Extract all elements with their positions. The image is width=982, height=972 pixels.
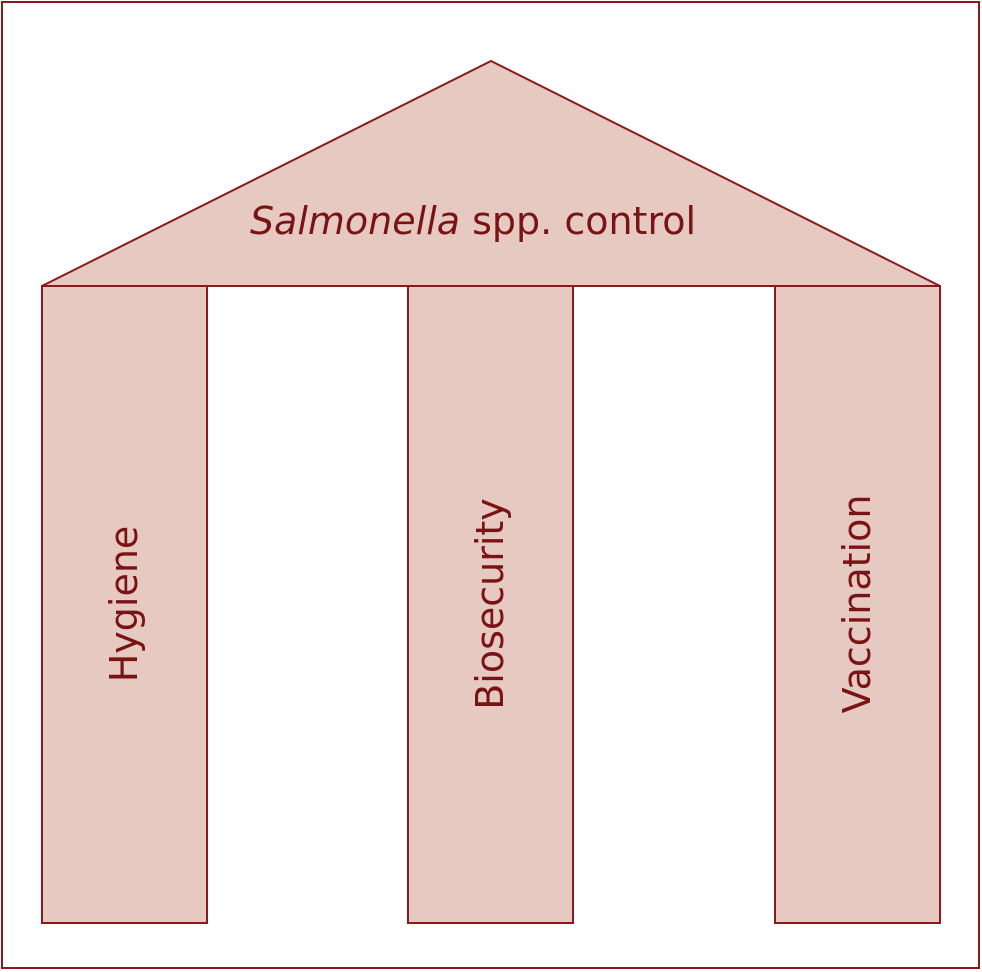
roof-label: Salmonella spp. control (250, 199, 696, 243)
pillar-label-vaccination: Vaccination (835, 495, 879, 714)
roof-label-rest: spp. control (460, 199, 696, 243)
pillar-vaccination (774, 285, 941, 924)
pillar-hygiene (41, 285, 208, 924)
pillar-label-hygiene: Hygiene (102, 526, 146, 683)
roof-label-italic: Salmonella (250, 199, 460, 243)
pillar-biosecurity (407, 285, 574, 924)
pillar-label-biosecurity: Biosecurity (468, 498, 512, 710)
